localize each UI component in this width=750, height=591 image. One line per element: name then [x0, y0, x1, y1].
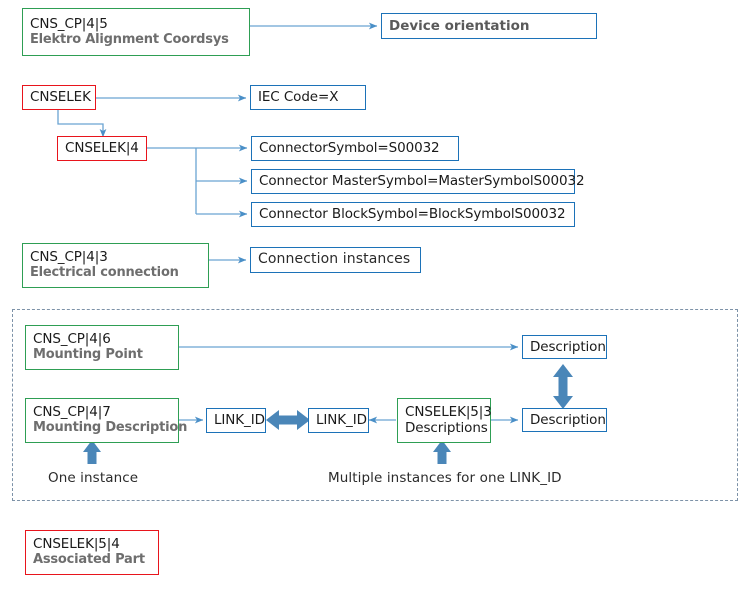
- node-cns-cp-4-6[interactable]: CNS_CP|4|6 Mounting Point: [25, 325, 179, 370]
- node-connector-symbol[interactable]: ConnectorSymbol=S00032: [251, 136, 459, 161]
- node-code: ConnectorSymbol=S00032: [259, 140, 440, 156]
- node-cns-cp-4-3[interactable]: CNS_CP|4|3 Electrical connection: [22, 243, 209, 288]
- node-connector-block-symbol[interactable]: Connector BlockSymbol=BlockSymbolS00032: [251, 202, 575, 227]
- node-label: Electrical connection: [30, 265, 179, 280]
- node-code: CNSELEK: [30, 89, 91, 105]
- node-description-top[interactable]: Description: [522, 335, 607, 359]
- node-label: Mounting Point: [33, 347, 143, 362]
- node-code: Description: [530, 411, 606, 428]
- node-cnselek-5-3[interactable]: CNSELEK|5|3 Descriptions: [397, 398, 492, 443]
- node-cnselek[interactable]: CNSELEK: [22, 85, 96, 110]
- node-code: Description: [530, 338, 606, 355]
- node-label: Descriptions: [405, 420, 488, 436]
- node-code: Connection instances: [258, 251, 411, 267]
- node-description-bottom[interactable]: Description: [522, 408, 607, 432]
- node-code: LINK_ID: [214, 412, 265, 428]
- node-link-id-left[interactable]: LINK_ID: [206, 408, 266, 433]
- node-connection-instances[interactable]: Connection instances: [250, 247, 421, 273]
- node-code: Device orientation: [389, 17, 530, 34]
- node-label: Mounting Description: [33, 420, 188, 435]
- node-code: CNSELEK|5|4: [33, 536, 120, 552]
- node-code: CNS_CP|4|3: [30, 249, 108, 265]
- caption-multiple-instances: Multiple instances for one LINK_ID: [328, 470, 562, 486]
- node-connector-master-symbol[interactable]: Connector MasterSymbol=MasterSymbolS0003…: [251, 169, 585, 194]
- node-label: Elektro Alignment Coordsys: [30, 31, 229, 47]
- node-code: CNS_CP|4|5: [30, 15, 108, 32]
- node-cns-cp-4-7[interactable]: CNS_CP|4|7 Mounting Description: [25, 398, 188, 443]
- node-cnselek-4[interactable]: CNSELEK|4: [57, 136, 147, 161]
- node-device-orientation[interactable]: Device orientation: [381, 13, 597, 39]
- mounting-group-dashed-region: [12, 309, 738, 501]
- node-code: LINK_ID: [316, 412, 367, 428]
- node-code: CNS_CP|4|6: [33, 331, 111, 347]
- caption-one-instance: One instance: [48, 470, 139, 486]
- node-label: Associated Part: [33, 552, 145, 567]
- node-cnselek-5-4[interactable]: CNSELEK|5|4 Associated Part: [25, 530, 159, 575]
- node-cns-cp-4-5[interactable]: CNS_CP|4|5 Elektro Alignment Coordsys: [22, 8, 250, 56]
- node-code: CNSELEK|4: [65, 140, 139, 156]
- node-iec-code[interactable]: IEC Code=X: [250, 85, 366, 110]
- node-code: IEC Code=X: [258, 89, 339, 105]
- node-code: CNS_CP|4|7: [33, 404, 111, 420]
- node-code: CNSELEK|5|3: [405, 404, 492, 420]
- node-link-id-right[interactable]: LINK_ID: [308, 408, 369, 433]
- node-code: Connector BlockSymbol=BlockSymbolS00032: [259, 206, 566, 222]
- node-code: Connector MasterSymbol=MasterSymbolS0003…: [259, 173, 585, 189]
